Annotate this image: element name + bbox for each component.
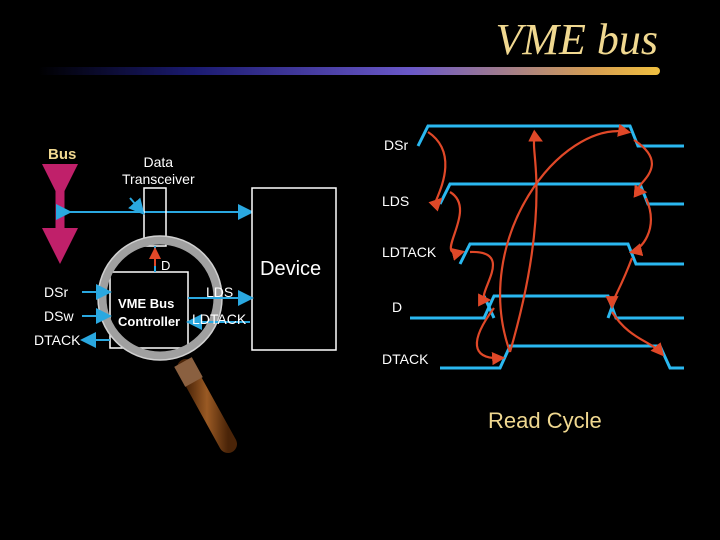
slide-title: VME bus	[495, 15, 658, 64]
dsw-wire-label: DSw	[44, 308, 74, 324]
timing-label-d: D	[392, 299, 403, 315]
waveform-d	[410, 294, 684, 320]
waveform-ldtack	[458, 242, 684, 266]
controller-label-line1: VME Bus	[118, 296, 175, 311]
timing-label-dsr: DSr	[384, 137, 409, 153]
causality-arrows	[427, 123, 665, 366]
waveform-dtack	[440, 344, 684, 370]
device-box	[251, 187, 337, 351]
timing-label-ldtack: LDTACK	[382, 244, 437, 260]
ldtack-wire-label: LDTACK	[192, 311, 247, 327]
bus-label: Bus	[48, 146, 77, 163]
transceiver-label: Data Transceiver	[122, 154, 195, 187]
timing-label-dtack: DTACK	[382, 351, 429, 367]
title-underline	[38, 67, 660, 75]
dtack-wire-label: DTACK	[34, 332, 81, 348]
d-wire-label: D	[161, 258, 171, 273]
timing-label-lds: LDS	[382, 193, 410, 209]
waveform-dsr	[416, 124, 684, 148]
lds-wire-label: LDS	[206, 284, 234, 300]
dsr-wire-label: DSr	[44, 284, 69, 300]
device-label: Device	[260, 258, 322, 280]
controller-label-line2: Controller	[118, 314, 181, 329]
read-cycle-caption: Read Cycle	[488, 408, 602, 433]
